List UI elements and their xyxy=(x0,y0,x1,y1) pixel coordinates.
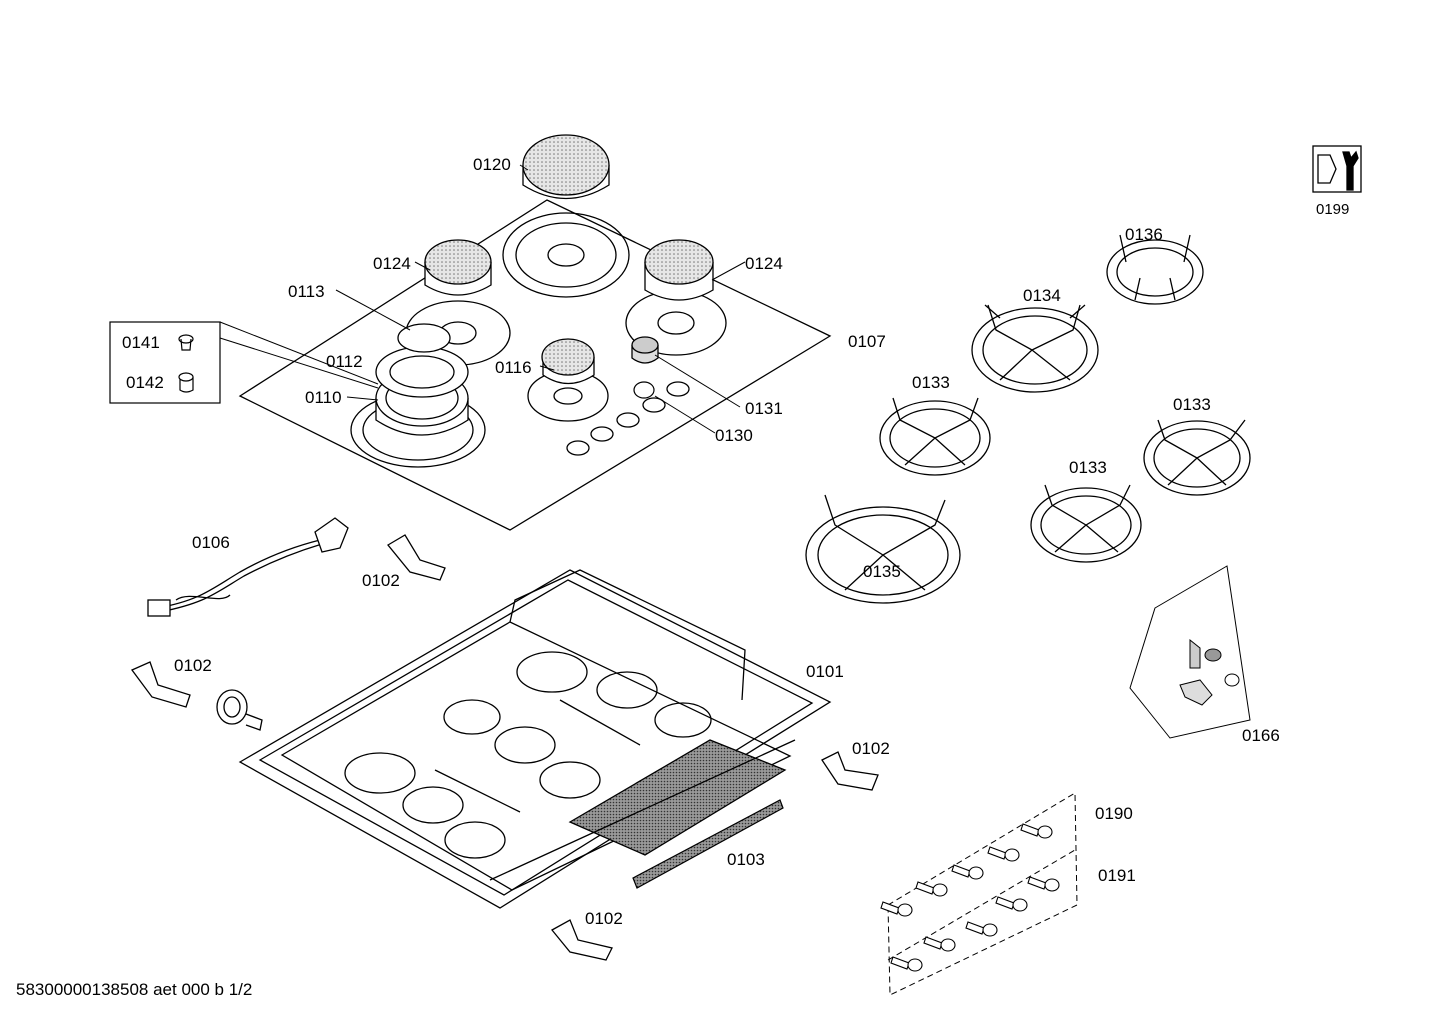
burner-cap-0124-right xyxy=(644,239,714,301)
label-0141: 0141 xyxy=(122,333,160,352)
pan-support-0136 xyxy=(1106,234,1204,305)
label-0136: 0136 xyxy=(1125,225,1163,244)
label-0190: 0190 xyxy=(1095,804,1133,823)
seal-strip-0103 xyxy=(632,799,784,889)
pan-support-0133-right xyxy=(1143,419,1251,496)
screw xyxy=(923,936,956,952)
screw xyxy=(890,956,923,972)
valve-0130 xyxy=(633,381,655,399)
label-0101: 0101 xyxy=(806,662,844,681)
label-0107: 0107 xyxy=(848,332,886,351)
conversion-kit-bag-0166 xyxy=(1129,565,1251,739)
pan-support-0134 xyxy=(971,304,1099,393)
label-0106: 0106 xyxy=(192,533,230,552)
label-0142: 0142 xyxy=(126,373,164,392)
wok-ring-0112 xyxy=(375,346,469,398)
label-0113: 0113 xyxy=(288,282,325,301)
pan-support-0133-left xyxy=(879,397,991,476)
wok-cap-0113 xyxy=(397,323,451,353)
screw xyxy=(951,864,984,880)
label-0110: 0110 xyxy=(305,388,342,407)
label-0116: 0116 xyxy=(495,358,532,377)
jet-box xyxy=(109,321,221,404)
label-0102-a: 0102 xyxy=(362,571,400,590)
label-0102-b: 0102 xyxy=(174,656,212,675)
burner-cap-0116 xyxy=(541,338,595,385)
label-0133-mid: 0133 xyxy=(1069,458,1107,477)
clamp-0102-d xyxy=(551,919,613,961)
label-0130: 0130 xyxy=(715,426,753,445)
screw xyxy=(995,896,1028,912)
label-0199: 0199 xyxy=(1316,201,1349,218)
label-0124-left: 0124 xyxy=(373,254,411,273)
pan-support-0133-mid xyxy=(1030,484,1142,563)
screw xyxy=(1027,876,1060,892)
screw-bag xyxy=(887,792,1078,996)
clamp-0102-c xyxy=(821,751,879,791)
screws xyxy=(880,823,1060,972)
clamp-0102-a xyxy=(387,534,446,581)
label-0120: 0120 xyxy=(473,155,511,174)
label-0124-right: 0124 xyxy=(745,254,783,273)
label-0102-d: 0102 xyxy=(585,909,623,928)
label-0102-c: 0102 xyxy=(852,739,890,758)
label-0191: 0191 xyxy=(1098,866,1136,885)
wrench-nut-icon xyxy=(1312,145,1362,193)
label-0103: 0103 xyxy=(727,850,765,869)
igniter-part xyxy=(216,689,263,731)
document-id-footer: 58300000138508 aet 000 b 1/2 xyxy=(16,980,253,999)
label-0112: 0112 xyxy=(326,352,363,371)
label-0133-left: 0133 xyxy=(912,373,950,392)
burner-cap-0120 xyxy=(522,134,610,200)
label-0134: 0134 xyxy=(1023,286,1061,305)
screw xyxy=(965,921,998,937)
screw xyxy=(880,901,913,917)
bottom-tray-0101 xyxy=(238,569,832,909)
screw xyxy=(915,881,948,897)
screw xyxy=(1020,823,1053,839)
label-0131: 0131 xyxy=(745,399,783,418)
screw xyxy=(987,846,1020,862)
pan-support-0135 xyxy=(805,494,961,604)
power-cable-0106 xyxy=(147,517,349,617)
label-0166: 0166 xyxy=(1242,726,1280,745)
burner-cap-0124-left xyxy=(424,239,492,296)
label-0133-right: 0133 xyxy=(1173,395,1211,414)
label-0135: 0135 xyxy=(863,562,901,581)
part-labels: 0120 0124 0124 0113 0141 0142 0112 0110 … xyxy=(122,155,1349,928)
clamp-0102-b xyxy=(130,661,191,708)
knob-0131 xyxy=(631,336,659,364)
